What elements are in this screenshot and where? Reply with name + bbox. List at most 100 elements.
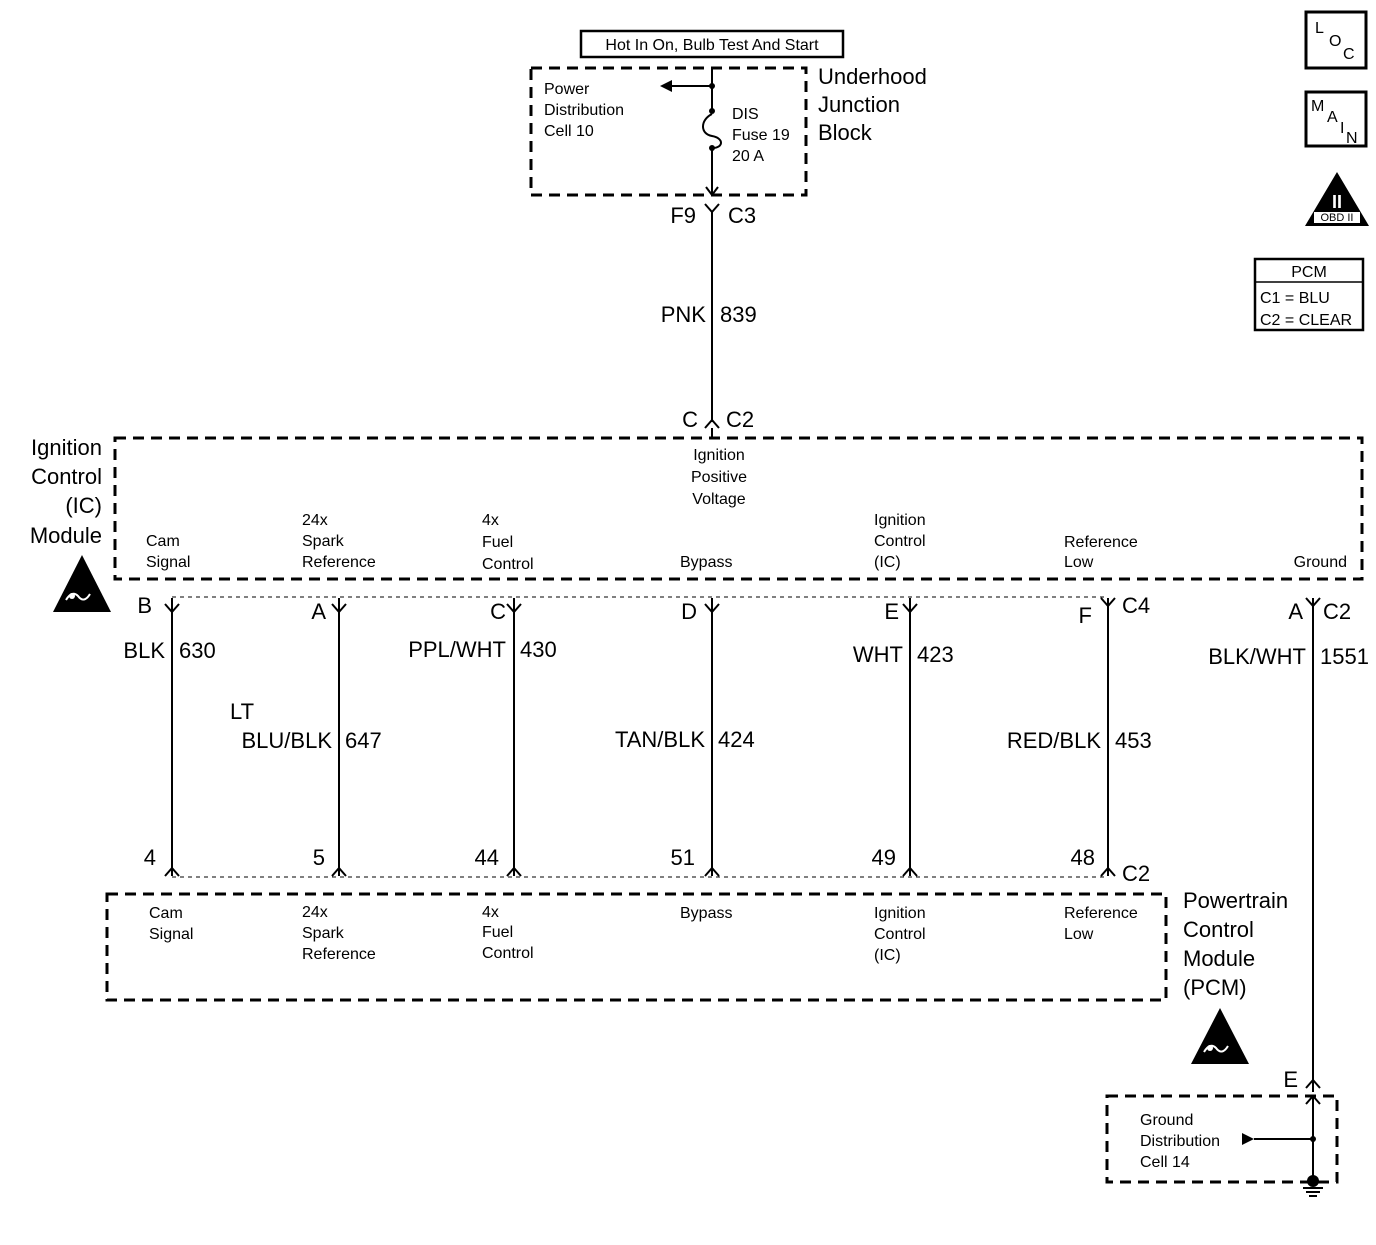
ic-pin-reference-low: Reference <box>1064 534 1138 551</box>
pcm-pin-bypass: Bypass <box>680 905 732 922</box>
pcm-pin-ignition-control: Ignition <box>874 905 926 922</box>
wire-color: BLU/BLK <box>242 728 333 753</box>
circuit-title-box: Hot In On, Bulb Test And Start <box>579 29 845 59</box>
ground-wire-circuit: 1551 <box>1320 644 1369 669</box>
ic-terminal: E <box>884 599 899 624</box>
ic-feed-connector: C C2 <box>682 407 754 438</box>
pcm-module: Powertrain Control Module (PCM) Cam Sign… <box>105 888 1288 1002</box>
svg-text:Reference: Reference <box>302 946 376 963</box>
svg-text:Control: Control <box>874 926 926 943</box>
loc-icon[interactable]: L O C <box>1304 10 1368 70</box>
pcm-pin-4x-fuel: 4x <box>482 904 499 921</box>
pcm-pin-reference-low: Reference <box>1064 905 1138 922</box>
svg-text:II: II <box>1332 192 1342 212</box>
legend-c2: C2 = CLEAR <box>1260 312 1352 329</box>
junction-block-name-2: Junction <box>818 92 900 117</box>
svg-text:Voltage: Voltage <box>692 491 745 508</box>
circuit-title: Hot In On, Bulb Test And Start <box>605 37 819 54</box>
pcm-connector-legend: PCM C1 = BLU C2 = CLEAR <box>1253 257 1365 332</box>
ic-pin-cam-signal: Cam <box>146 533 180 550</box>
ic-connector-id: C4 <box>1122 593 1150 618</box>
svg-text:Ground: Ground <box>1140 1112 1193 1129</box>
svg-text:Distribution: Distribution <box>544 102 624 119</box>
ic-ground-terminal: A <box>1288 599 1303 624</box>
wire-circuit: 630 <box>179 638 216 663</box>
svg-text:Low: Low <box>1064 554 1094 571</box>
pcm-pin-cam-signal: Cam <box>149 905 183 922</box>
ground-symbol-icon <box>1303 1175 1323 1197</box>
svg-text:(IC): (IC) <box>874 947 901 964</box>
svg-text:Signal: Signal <box>149 926 193 943</box>
pcm-name-1: Powertrain <box>1183 888 1288 913</box>
pcm-name-4: (PCM) <box>1183 975 1247 1000</box>
wire-cam-signal: B BLK 630 4 <box>123 593 216 877</box>
wire-4x-fuel-control: C PPL/WHT 430 44 <box>408 598 557 877</box>
ic-pin-ground: Ground <box>1294 554 1347 571</box>
wire-color: BLK <box>123 638 165 663</box>
pcm-terminal: 44 <box>475 845 499 870</box>
ic-pin-4x-fuel: 4x <box>482 512 499 529</box>
junction-block-name-1: Underhood <box>818 64 927 89</box>
wire-reference-low: F RED/BLK 453 48 <box>1007 597 1152 877</box>
ic-ground-connector: C2 <box>1323 599 1351 624</box>
svg-text:Cell 14: Cell 14 <box>1140 1154 1190 1171</box>
ic-pin-bypass: Bypass <box>680 554 732 571</box>
wire-ignition-control: E WHT 423 49 <box>853 598 954 877</box>
svg-text:DIS: DIS <box>732 106 759 123</box>
svg-text:C: C <box>1343 46 1355 63</box>
ground-terminal: E <box>1283 1067 1298 1092</box>
ic-terminal: C <box>490 599 506 624</box>
wire-color: RED/BLK <box>1007 728 1101 753</box>
pcm-name-2: Control <box>1183 917 1254 942</box>
wire-circuit: 430 <box>520 637 557 662</box>
underhood-junction-block: Underhood Junction Block Power Distribut… <box>529 64 927 197</box>
esd-warning-icon <box>1191 1008 1249 1064</box>
svg-text:Control: Control <box>482 945 534 962</box>
ic-module: Ignition Control (IC) Module Ignition Po… <box>30 435 1364 581</box>
junction-connector: F9 C3 <box>670 203 756 228</box>
ic-terminal: B <box>137 593 152 618</box>
pcm-pin-24x-spark: 24x <box>302 904 328 921</box>
svg-text:Ignition: Ignition <box>693 447 745 464</box>
pcm-terminal: 4 <box>144 845 156 870</box>
svg-text:Spark: Spark <box>302 925 345 942</box>
wire-circuit: 647 <box>345 728 382 753</box>
feed-wire-circuit: 839 <box>720 302 757 327</box>
esd-warning-icon <box>53 555 111 612</box>
pcm-name-3: Module <box>1183 946 1255 971</box>
wire-color: WHT <box>853 642 903 667</box>
svg-text:20 A: 20 A <box>732 148 764 165</box>
svg-text:Control: Control <box>482 556 534 573</box>
svg-text:Fuse 19: Fuse 19 <box>732 127 790 144</box>
svg-text:L: L <box>1315 20 1324 37</box>
svg-text:Low: Low <box>1064 926 1094 943</box>
pcm-connector-id: C2 <box>1122 861 1150 886</box>
junction-connector-id: C3 <box>728 203 756 228</box>
fuse-icon <box>702 108 722 151</box>
ground-arrow-icon <box>1242 1133 1254 1145</box>
wire-color: TAN/BLK <box>615 727 705 752</box>
svg-text:N: N <box>1346 130 1358 147</box>
svg-text:Spark: Spark <box>302 533 345 550</box>
svg-text:Distribution: Distribution <box>1140 1133 1220 1150</box>
pcm-terminal: 48 <box>1071 845 1095 870</box>
pcm-terminal: 5 <box>313 845 325 870</box>
main-icon[interactable]: M A I N <box>1304 90 1368 148</box>
svg-text:Cell 10: Cell 10 <box>544 123 594 140</box>
wire-bypass: D TAN/BLK 424 51 <box>615 598 755 877</box>
svg-text:M: M <box>1311 98 1324 115</box>
ic-terminal: F <box>1079 603 1092 628</box>
pcm-terminal: 51 <box>671 845 695 870</box>
feed-wire-color: PNK <box>661 302 707 327</box>
ic-module-name-1: Ignition <box>31 435 102 460</box>
ic-terminal: D <box>681 599 697 624</box>
ground-wire-color: BLK/WHT <box>1208 644 1306 669</box>
ic-pin-ignition-control: Ignition <box>874 512 926 529</box>
wire-color: LT <box>230 699 254 724</box>
junction-block-name-3: Block <box>818 120 873 145</box>
power-arrow-icon <box>660 80 672 92</box>
svg-text:C: C <box>682 407 698 432</box>
svg-text:Positive: Positive <box>691 469 747 486</box>
obd-ii-icon[interactable]: OBD II II <box>1305 172 1369 226</box>
